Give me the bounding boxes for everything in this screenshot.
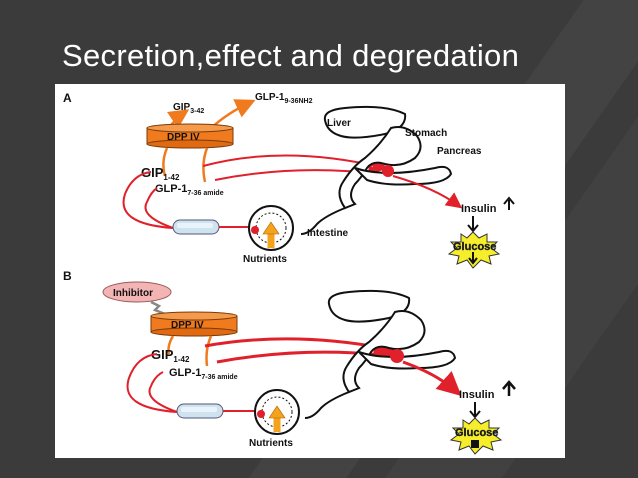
gip-1-42-label-a: GIP1-42 <box>141 165 180 182</box>
liver-shape-a <box>323 105 407 139</box>
liver-label: Liver <box>327 118 351 129</box>
insulin-up-arrow-b <box>502 380 516 396</box>
dpp-iv-enzyme-a: DPP IV <box>146 123 234 149</box>
glp-loop-a <box>144 187 174 229</box>
dpp-iv-label-b: DPP IV <box>171 320 204 331</box>
nutrients-label-b: Nutrients <box>249 438 293 449</box>
dpp-iv-label-a: DPP IV <box>167 132 200 143</box>
glp1-7-36-label-b: GLP-17-36 amide <box>169 367 238 381</box>
intestine-cross-section-a <box>248 205 294 251</box>
pancreas-to-insulin-arrow-a <box>392 175 463 209</box>
panel-a-tag: A <box>63 91 72 105</box>
pancreas-target-dot-b <box>390 349 404 363</box>
dpp-iv-enzyme-b: DPP IV <box>150 311 238 337</box>
glp-loop-b <box>148 371 178 413</box>
pancreas-shape-a <box>354 165 453 186</box>
panel-b-tag: B <box>63 269 72 283</box>
intestinal-cell-a <box>172 219 220 235</box>
pancreas-to-insulin-arrow-b <box>402 360 462 397</box>
intestine-tube-a <box>300 207 346 235</box>
insulin-label-b: Insulin <box>459 389 495 401</box>
insulin-down-arrow-b <box>469 402 481 419</box>
glucose-burst-a <box>447 231 501 269</box>
intestine-label: Intestine <box>307 228 349 239</box>
insulin-label-a: Insulin <box>461 203 497 215</box>
pancreas-target-dot-a <box>382 165 394 177</box>
inhibitor-bolt <box>150 300 166 316</box>
inhibitor-label: Inhibitor <box>113 288 153 299</box>
panel-a: A GIP3-42 GLP-19-36NH2 DPP IV GIP1-42 GL… <box>63 91 515 269</box>
orange-link-glp-b <box>205 335 213 367</box>
orange-link-gip-b <box>167 335 175 355</box>
insulin-up-arrow-a <box>503 196 515 210</box>
intestine-cross-section-b <box>254 389 300 435</box>
intestinal-cell-b <box>176 403 224 419</box>
glp1-7-36-label-a: GLP-17-36 amide <box>155 183 224 197</box>
stomach-label: Stomach <box>405 128 447 139</box>
diagram-svg: A GIP3-42 GLP-19-36NH2 DPP IV GIP1-42 GL… <box>63 91 516 455</box>
panel-b: B Inhibitor DPP IV GIP1-42 GLP-17-36 ami… <box>63 269 516 455</box>
glp1-9-36-label: GLP-19-36NH2 <box>255 92 313 105</box>
gip-loop-b <box>126 353 178 413</box>
orange-link-glp <box>202 147 209 183</box>
liver-stomach-organs-a <box>300 105 453 235</box>
gip-1-42-label-b: GIP1-42 <box>151 347 190 364</box>
pancreas-label: Pancreas <box>437 146 482 157</box>
nutrients-label-a: Nutrients <box>243 254 287 265</box>
glucose-label-b: Glucose <box>455 427 498 439</box>
gip-loop-a <box>122 171 174 229</box>
inhibitor-molecule: Inhibitor <box>102 281 172 316</box>
glucose-label-a: Glucose <box>453 241 496 253</box>
glucose-down-marker-b <box>471 440 479 448</box>
liver-stomach-organs-b <box>304 289 457 419</box>
diagram-figure: A GIP3-42 GLP-19-36NH2 DPP IV GIP1-42 GL… <box>55 84 565 458</box>
insulin-down-arrow-a <box>467 216 479 233</box>
orange-link-gip <box>162 147 169 177</box>
stomach-shape-a <box>338 126 422 210</box>
gip-3-42-label: GIP3-42 <box>173 102 204 115</box>
glucose-burst-b <box>449 417 503 455</box>
glucose-down-arrow-a <box>468 252 478 265</box>
slide-title: Secretion,effect and degredation <box>62 38 520 73</box>
